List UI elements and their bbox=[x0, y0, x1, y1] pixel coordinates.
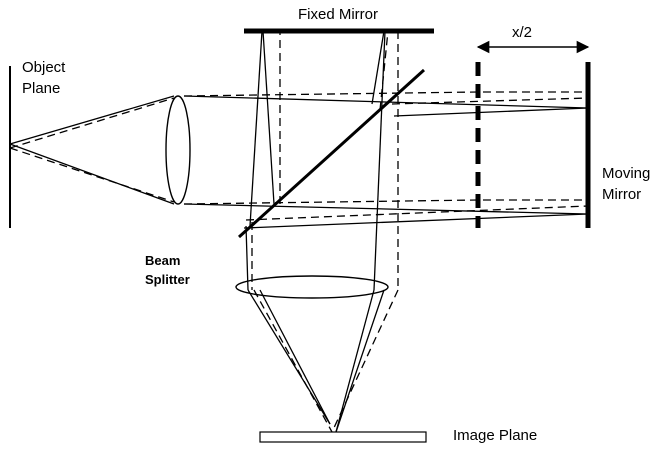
object-plane-label-line2: Plane bbox=[22, 80, 60, 97]
ray-paths bbox=[9, 30, 589, 433]
image-plane bbox=[259, 431, 427, 443]
beam-splitter-label-line2: Splitter bbox=[145, 272, 190, 287]
beam-splitter bbox=[237, 68, 426, 239]
moving-mirror-label-line1: Moving bbox=[602, 165, 650, 182]
beam-splitter-label-line1: Beam bbox=[145, 253, 180, 268]
collimating-lens bbox=[165, 95, 191, 205]
displacement-label: x/2 bbox=[512, 24, 532, 41]
moving-mirror-label-line2: Mirror bbox=[602, 186, 641, 203]
focusing-lens bbox=[235, 275, 389, 299]
object-plane-label-line1: Object bbox=[22, 59, 66, 76]
image-plane-label: Image Plane bbox=[453, 427, 537, 444]
fixed-mirror-label: Fixed Mirror bbox=[298, 6, 378, 23]
